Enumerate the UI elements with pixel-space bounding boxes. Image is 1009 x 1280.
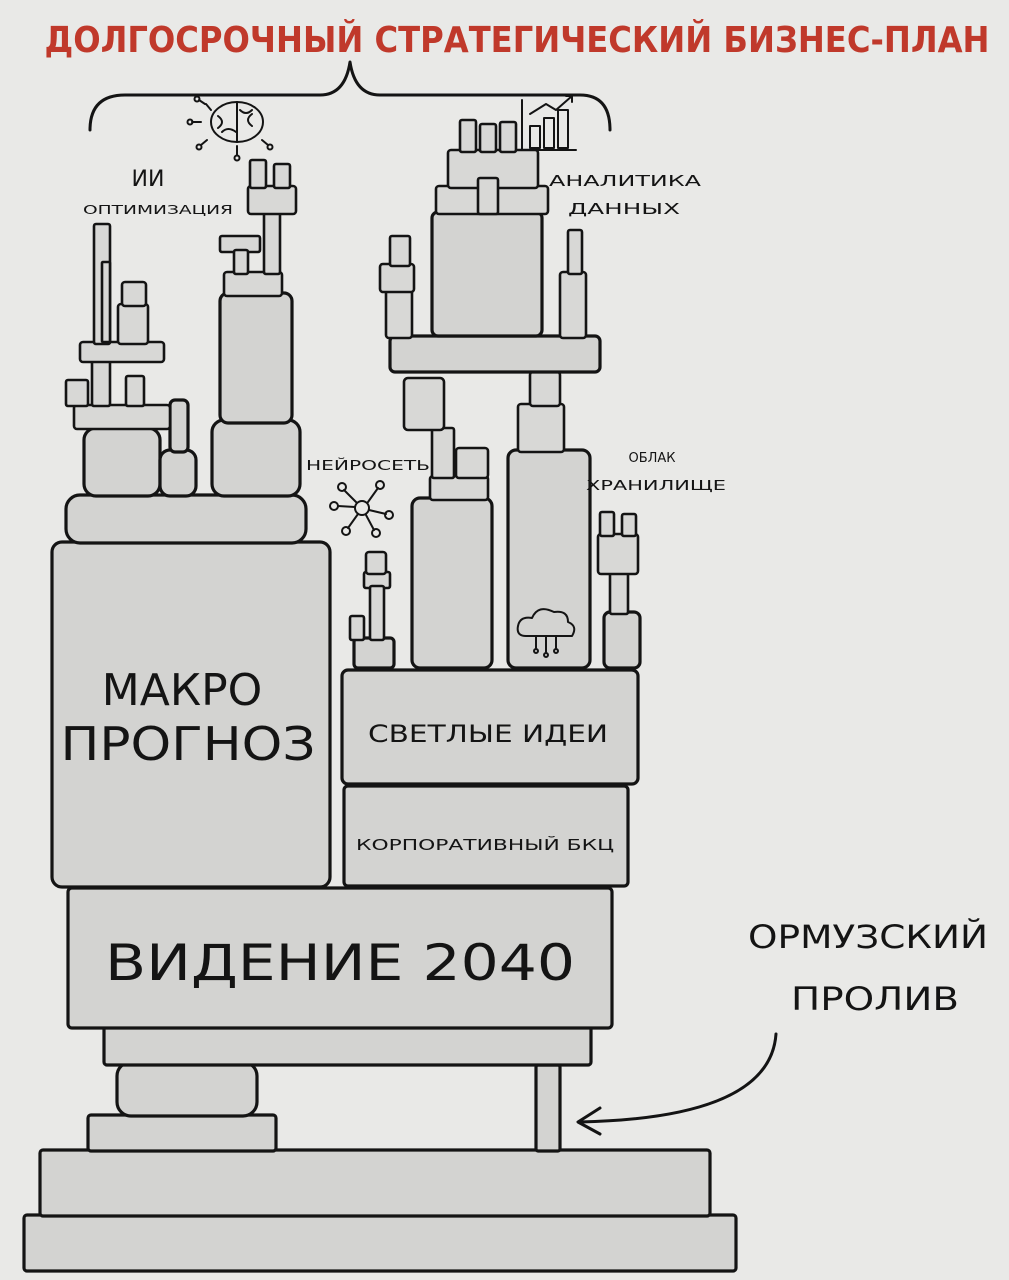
hormuz-label-2: ПРОЛИВ: [791, 980, 959, 1018]
cloud-icon: [516, 608, 576, 658]
right-column-a-post: [430, 426, 456, 480]
left-box-a: [116, 302, 150, 346]
left-post-c: [124, 374, 146, 408]
cloud-label-1: ОБЛАК: [628, 451, 675, 466]
neural-top: [364, 550, 388, 576]
left-column-top-a: [248, 158, 268, 190]
left-slab: [64, 493, 308, 545]
vision-block: [66, 886, 614, 1030]
analytics-label-2: ДАННЫХ: [568, 200, 680, 218]
neural-base-box: [352, 636, 396, 670]
neural-stem: [368, 584, 386, 642]
left-column-box: [246, 184, 298, 216]
left-tall-post-b: [100, 260, 112, 344]
left-column-body: [218, 291, 294, 425]
right-column-b-top: [528, 370, 562, 408]
ai-label: ИИ: [132, 167, 165, 192]
left-crossbar-a: [72, 403, 172, 431]
analytics-label-1: АНАЛИТИКА: [549, 172, 702, 190]
analytics-box-b: [476, 176, 500, 216]
right-wide-slab: [388, 334, 602, 374]
brain-icon: [186, 95, 274, 162]
bright-ideas-block: [340, 668, 640, 786]
bright-ideas-label: СВЕТЛЫЕ ИДЕИ: [368, 720, 608, 748]
arrow-icon: [576, 1032, 778, 1136]
right-column-a-cap: [428, 474, 490, 502]
left-post-a: [64, 378, 90, 408]
right-column-b-cap: [516, 402, 566, 454]
hormuz-label-1: ОРМУЗСКИЙ: [748, 918, 988, 956]
left-column-top-b: [272, 162, 292, 190]
network-icon: [329, 480, 394, 538]
cloud-tower-top-b: [620, 512, 638, 538]
bar-chart-icon: [521, 95, 577, 151]
cloud-tower-top-a: [598, 510, 616, 538]
neural-label: НЕЙРОСЕТЬ: [306, 458, 430, 474]
base-small-slab: [86, 1113, 278, 1153]
analytics-big-box: [430, 210, 544, 338]
cloud-tower-box: [596, 532, 640, 576]
corporate-label: КОРПОРАТИВНЫЙ БКЦ: [356, 835, 615, 854]
corporate-block: [342, 784, 630, 888]
left-pill-stem: [168, 398, 190, 454]
right-slab-post-d: [558, 270, 588, 340]
right-slab-post-e: [566, 228, 584, 276]
hormuz-pillar: [534, 1063, 562, 1153]
macro-label-1: МАКРО: [102, 665, 262, 716]
base-cap-slab: [102, 1023, 593, 1067]
right-slab-post-b: [378, 262, 416, 294]
diagram-title: ДОЛГОСРОЧНЫЙ СТРАТЕГИЧЕСКИЙ БИЗНЕС-ПЛАН: [45, 19, 990, 61]
right-column-a-box: [454, 446, 490, 480]
left-pill: [158, 448, 198, 498]
right-mid-box: [402, 376, 446, 432]
base-top-slab: [38, 1148, 712, 1218]
right-column-a: [410, 496, 494, 670]
base-bottom-slab: [22, 1213, 738, 1273]
left-column-post-a: [232, 248, 250, 276]
right-slab-post-c: [388, 234, 412, 268]
left-box-b: [120, 280, 148, 308]
left-column-cap: [222, 270, 284, 298]
cloud-label-2: ХРАНИЛИЩЕ: [586, 479, 726, 494]
cloud-tower-base: [602, 610, 642, 670]
neural-post-a: [348, 614, 366, 642]
macro-label-2: ПРОГНОЗ: [61, 717, 316, 771]
analytics-post-c: [498, 120, 518, 154]
cloud-tower-stem: [608, 570, 630, 616]
vision-label: ВИДЕНИЕ 2040: [105, 934, 575, 992]
left-post-b: [90, 358, 112, 408]
base-barrel: [115, 1060, 259, 1118]
optimization-label: ОПТИМИЗАЦИЯ: [83, 203, 233, 217]
brace-icon: [88, 60, 612, 132]
analytics-post-b: [478, 122, 498, 154]
left-barrel-b: [210, 418, 302, 498]
left-barrel-a: [82, 426, 162, 498]
right-slab-post-a: [384, 288, 414, 340]
analytics-post-a: [458, 118, 478, 154]
